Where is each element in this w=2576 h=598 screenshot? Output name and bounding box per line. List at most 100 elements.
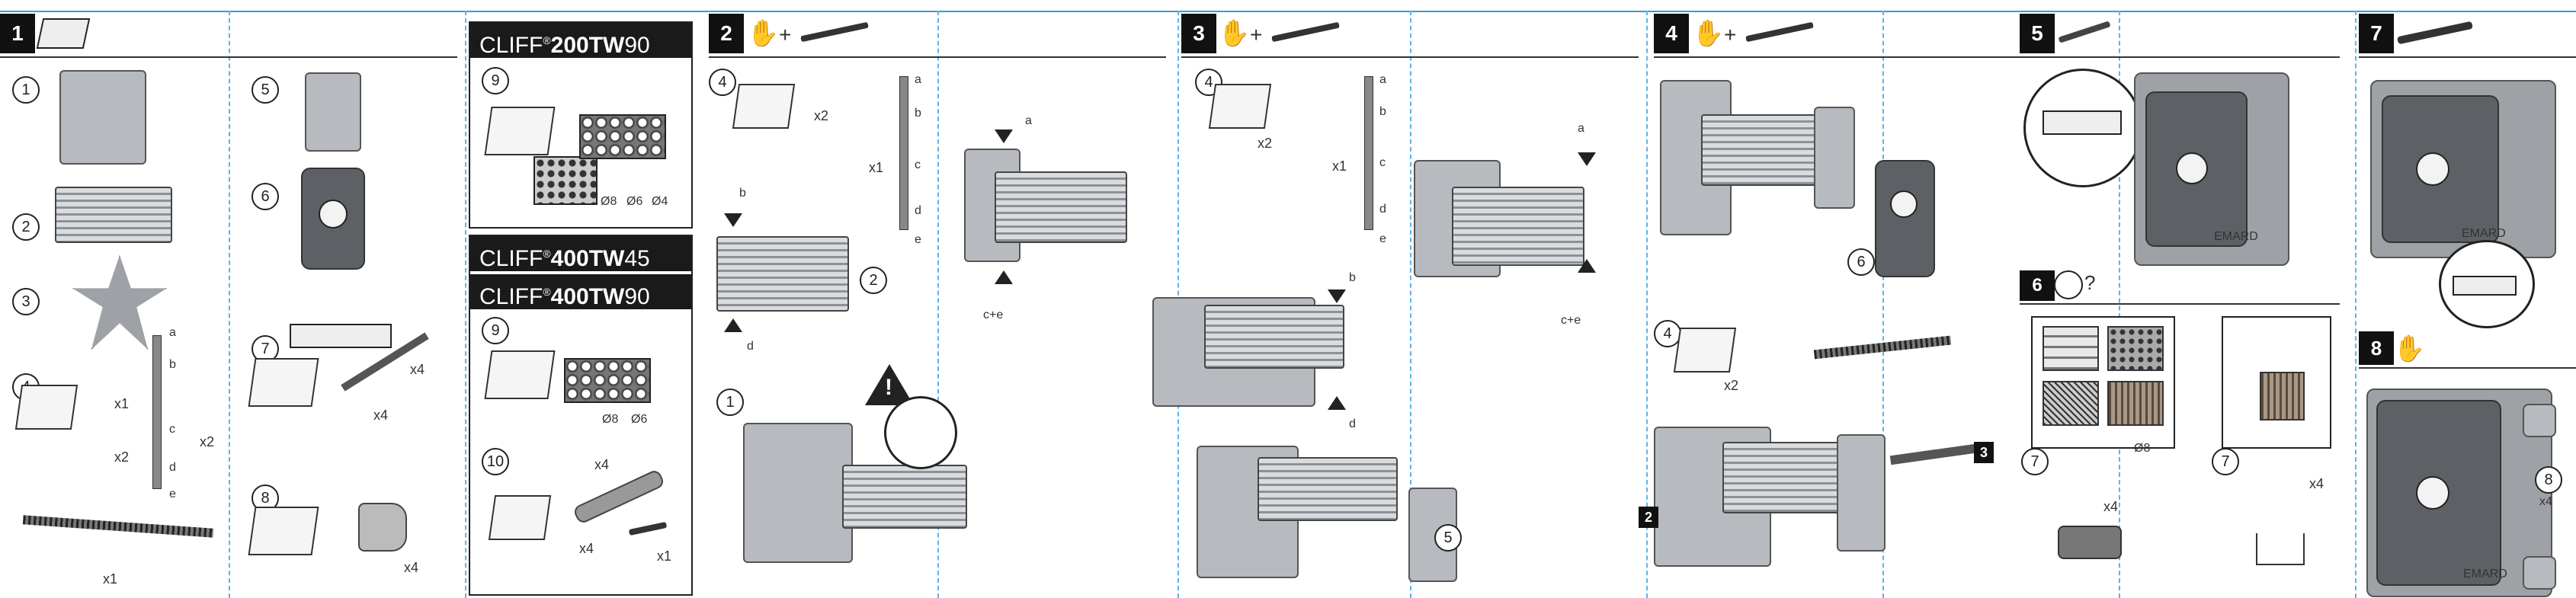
qty-label: x2: [814, 108, 829, 123]
bolt-stack-illustration: [1364, 76, 1373, 230]
diameter-label: Ø6: [631, 413, 648, 426]
hollow-block-icon: [2043, 381, 2099, 426]
part-number: 1: [716, 389, 744, 416]
qty-label: x1: [657, 548, 672, 564]
step-number: 8: [2359, 331, 2394, 365]
qty-label: x4: [594, 457, 610, 472]
hardware-bag-icon: [248, 507, 319, 555]
arrow-down-icon: [995, 130, 1013, 143]
plus-sign: +: [1724, 23, 1737, 46]
hardware-bag-icon: [484, 107, 556, 155]
qty-label: x2: [1724, 378, 1739, 393]
arrow-up-icon: [1578, 259, 1596, 273]
qty-label: x2: [1258, 136, 1273, 151]
warning-icon: [865, 364, 914, 405]
bracket-illustration: [1814, 107, 1855, 209]
sublabel: a: [1379, 73, 1386, 86]
sublabel: b: [915, 107, 921, 120]
separator: [937, 11, 939, 598]
qty-label: x4: [2539, 495, 2552, 508]
sublabel: a: [915, 73, 921, 86]
cover-illustration: [1875, 160, 1935, 277]
diameter-label: Ø8: [2134, 442, 2151, 455]
arm-rail-illustration: [842, 465, 967, 529]
brand-logo-icon: [2176, 152, 2208, 184]
plus-sign: +: [1250, 23, 1263, 46]
sublabel: c: [915, 158, 921, 171]
plus-sign: +: [779, 23, 792, 46]
step-number: 7: [2359, 14, 2394, 53]
part-number: 6: [1847, 248, 1875, 276]
arrow-up-icon: [724, 318, 742, 332]
qty-label: x4: [373, 408, 389, 423]
bracket-illustration: [305, 72, 361, 152]
step-underline: [709, 56, 1166, 58]
arm-rail-illustration: [716, 236, 849, 312]
level-bubble-icon: [2043, 110, 2122, 135]
kit-title: CLIFF®400TW90: [470, 274, 691, 309]
part-number: 5: [252, 76, 279, 104]
brick-wall-icon: [2043, 326, 2099, 371]
drill-icon: [2058, 526, 2122, 559]
separator: [465, 11, 466, 598]
sublabel: b: [1349, 271, 1356, 284]
anchor-bags-icon: [290, 324, 392, 348]
brand-logo-icon: [2416, 476, 2449, 510]
hardware-bag-icon: [14, 385, 78, 430]
brand-logo-icon: [319, 200, 348, 229]
step-underline: [2359, 56, 2576, 58]
step-underline: [2359, 367, 2576, 369]
sublabel: d: [747, 340, 754, 353]
arrow-down-icon: [1328, 289, 1346, 303]
timber-wall-icon: [2260, 372, 2305, 421]
hardware-bag-icon: [488, 495, 552, 540]
qty-label: x2: [114, 449, 130, 465]
sublabel: a: [1578, 122, 1584, 135]
sub-step-marker: 2: [1639, 507, 1658, 528]
step-number: 6: [2020, 270, 2055, 301]
question-mark: ?: [2084, 271, 2096, 294]
kit-title: CLIFF®200TW90: [470, 23, 691, 58]
sublabel: d: [1379, 203, 1386, 216]
diameter-label: Ø4: [652, 195, 668, 208]
kit-title: CLIFF®400TW45: [470, 236, 691, 271]
washers-grid-icon: [579, 114, 666, 159]
step-number: 1: [0, 14, 35, 53]
diameter-label: Ø8: [602, 413, 619, 426]
qty-label: x4: [579, 541, 594, 556]
panel-wall-icon: [2107, 381, 2164, 426]
level-bubble-icon: [2453, 276, 2517, 296]
sublabel: e: [169, 488, 176, 500]
step-number: 4: [1654, 14, 1689, 53]
step-underline: [1181, 56, 1639, 58]
arrow-down-icon: [724, 213, 742, 227]
end-cap-illustration: [2523, 404, 2556, 437]
sublabel: c: [169, 423, 175, 436]
qty-label: x4: [404, 560, 419, 575]
brand-text: EMARD: [2463, 568, 2507, 580]
hex-key-icon: [800, 21, 869, 43]
hand-icon: ✋: [747, 19, 780, 48]
part-number: 2: [860, 267, 887, 294]
separator: [1882, 11, 1884, 598]
hardware-bag-icon: [732, 84, 796, 129]
spacer-sheet-icon: [533, 156, 598, 205]
hex-key-icon: [1745, 21, 1814, 43]
sub-step-marker: 3: [1974, 442, 1994, 463]
part-number: 1: [12, 76, 40, 104]
qty-label: x1: [103, 571, 118, 587]
part-number: 4: [709, 69, 736, 96]
sublabel: c+e: [983, 309, 1004, 321]
box-icon: [36, 18, 91, 49]
sublabel: b: [1379, 105, 1386, 118]
brand-logo-icon: [1890, 190, 1918, 218]
step-underline: [1654, 56, 2111, 58]
hand-icon: ✋: [1218, 19, 1251, 48]
arrow-up-icon: [1328, 396, 1346, 410]
part-number: 7: [2212, 448, 2239, 475]
long-bolt-illustration: [22, 515, 214, 538]
step-number: 3: [1181, 14, 1216, 53]
part-number: 6: [252, 183, 279, 210]
arm-rail-illustration: [1452, 187, 1584, 266]
qty-label: x4: [2103, 499, 2119, 514]
